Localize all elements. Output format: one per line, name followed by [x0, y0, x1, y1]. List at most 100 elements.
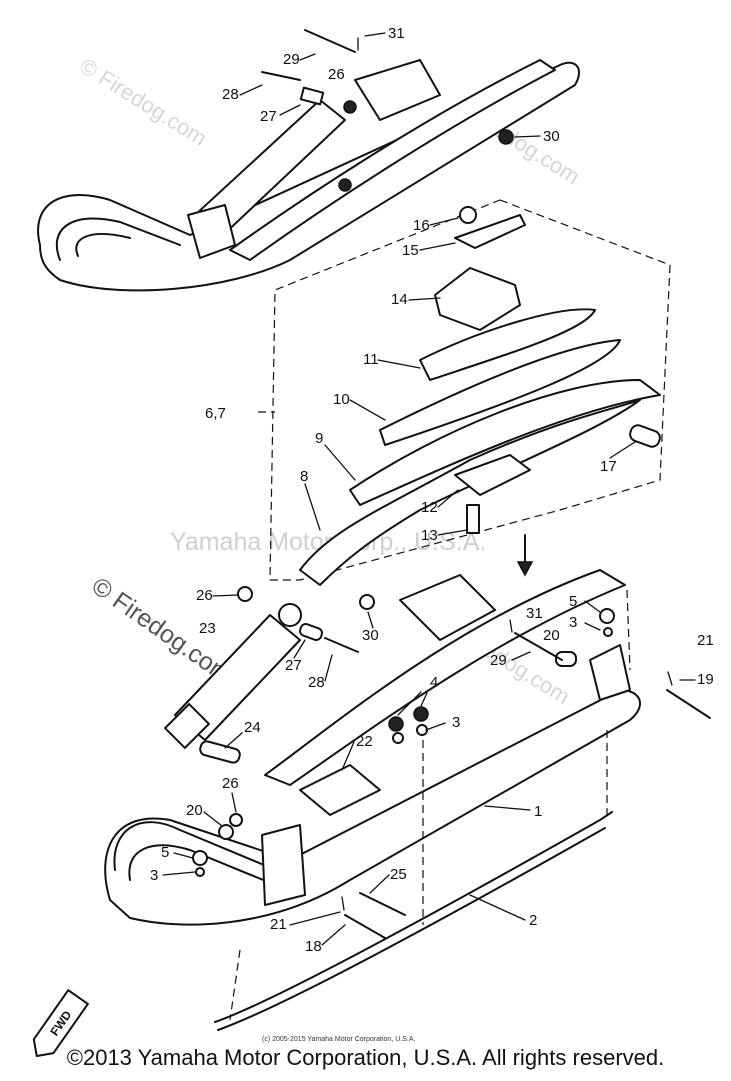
- footer-copyright: ©2013 Yamaha Motor Corporation, U.S.A. A…: [66, 1045, 665, 1070]
- collar-17: [629, 424, 661, 448]
- nut-4b: [413, 706, 429, 722]
- bolt-18: [344, 914, 386, 939]
- nut-5-left: [192, 850, 208, 866]
- callout-12: 12: [421, 499, 438, 516]
- callout-13: 13: [421, 527, 438, 544]
- nut-26-low: [229, 813, 243, 827]
- top-leaf-spring: [229, 59, 556, 261]
- runner-2: [214, 811, 613, 1023]
- callout-30-mid: 30: [362, 627, 379, 644]
- callout-8: 8: [300, 468, 308, 485]
- spring-clamp-15: [454, 214, 526, 249]
- callout-20-right: 20: [543, 627, 560, 644]
- shock-boot: [164, 703, 210, 749]
- nut-16: [459, 206, 477, 224]
- callout-29-top: 29: [283, 51, 300, 68]
- callout-11: 11: [363, 351, 379, 368]
- callout-21-right: 21: [697, 632, 714, 649]
- top-ski-assembly: [37, 29, 580, 292]
- top-front-bracket: [187, 204, 236, 259]
- top-bolt-29: [304, 29, 356, 53]
- exploded-spring-pack: [258, 199, 671, 586]
- top-ski-loop: [55, 217, 181, 261]
- fwd-arrow-icon: [32, 989, 89, 1058]
- callout-23: 23: [199, 620, 216, 637]
- callout-26-mid: 26: [196, 587, 213, 604]
- callout-27-mid: 27: [285, 657, 302, 674]
- callout-28-mid: 28: [308, 674, 325, 691]
- spring-pack-outline: [269, 199, 671, 581]
- nut-4a: [388, 716, 404, 732]
- top-nut-30: [498, 129, 514, 145]
- bolt-28-mid: [324, 637, 359, 653]
- callout-22: 22: [356, 733, 373, 750]
- nut-20-left: [218, 824, 234, 840]
- callout-24: 24: [244, 719, 261, 736]
- bolt-13: [466, 504, 480, 534]
- pin-31-mid: [509, 619, 513, 633]
- callouts: 31 29 28 26 27 30 16 15 14 11 6,7 10 9 1…: [150, 25, 714, 955]
- top-nut-mid: [338, 178, 352, 192]
- callout-30-top: 30: [543, 128, 560, 145]
- top-bolt-28: [261, 71, 301, 81]
- callout-16: 16: [413, 217, 430, 234]
- callout-21-low: 21: [270, 916, 287, 933]
- runner-2-edge: [217, 827, 606, 1031]
- align-line-4: [626, 589, 631, 671]
- callout-5-left: 5: [161, 844, 169, 861]
- callout-3-right: 3: [569, 614, 577, 631]
- lower-spring-holder: [399, 574, 496, 641]
- lower-ski-assembly: [104, 569, 711, 1031]
- callout-29-mid: 29: [490, 652, 507, 669]
- collar-27-mid: [299, 623, 323, 641]
- rear-bracket: [589, 644, 631, 701]
- leaf-8: [299, 399, 641, 586]
- callout-26-low: 26: [222, 775, 239, 792]
- washer-3-right: [603, 627, 613, 637]
- collar-24: [199, 740, 241, 764]
- callout-5-right: 5: [569, 593, 577, 610]
- pin-21-low: [341, 896, 345, 911]
- callout-15: 15: [402, 242, 419, 259]
- top-nut-26: [343, 100, 357, 114]
- callout-3-left: 3: [150, 867, 158, 884]
- plate-22: [299, 764, 381, 816]
- callout-9: 9: [315, 430, 323, 447]
- front-bracket: [261, 824, 306, 906]
- bolt-19: [666, 689, 711, 719]
- collar-20-right: [555, 651, 577, 667]
- callout-4: 4: [430, 674, 438, 691]
- nut-26-mid: [237, 586, 253, 602]
- callout-6-7: 6,7: [205, 405, 226, 422]
- watermark-top-left: © Firedog.com: [75, 53, 211, 151]
- align-line-3: [229, 949, 241, 1021]
- callout-25: 25: [390, 866, 407, 883]
- ski-front-loop-inner: [128, 844, 296, 894]
- callout-28-top: 28: [222, 86, 239, 103]
- inner-copyright: (c) 2005-2015 Yamaha Motor Corporation, …: [262, 1036, 415, 1043]
- top-ski-loop-inner: [75, 233, 131, 257]
- callout-27-top: 27: [260, 108, 277, 125]
- top-spring-holder: [354, 59, 441, 121]
- spring-seat-14: [434, 267, 521, 331]
- ski-front-loop: [113, 821, 301, 881]
- callout-1: 1: [534, 803, 542, 820]
- callout-18: 18: [305, 938, 322, 955]
- callout-20-left: 20: [186, 802, 203, 819]
- leaf-9: [349, 379, 661, 506]
- pin-21-right: [667, 671, 673, 686]
- callout-31-mid: 31: [526, 605, 543, 622]
- nut-5-right: [599, 608, 615, 624]
- plate-12: [454, 454, 531, 496]
- callout-14: 14: [391, 291, 408, 308]
- leader-lines: [162, 32, 696, 946]
- callout-10: 10: [333, 391, 350, 408]
- washer-3-mid-a: [392, 732, 404, 744]
- callout-2: 2: [529, 912, 537, 929]
- assembly-arrow-head: [516, 561, 534, 577]
- leaf-11: [419, 308, 596, 381]
- callout-3-mid: 3: [452, 714, 460, 731]
- leaf-10: [379, 339, 621, 446]
- washer-3-left: [195, 867, 205, 877]
